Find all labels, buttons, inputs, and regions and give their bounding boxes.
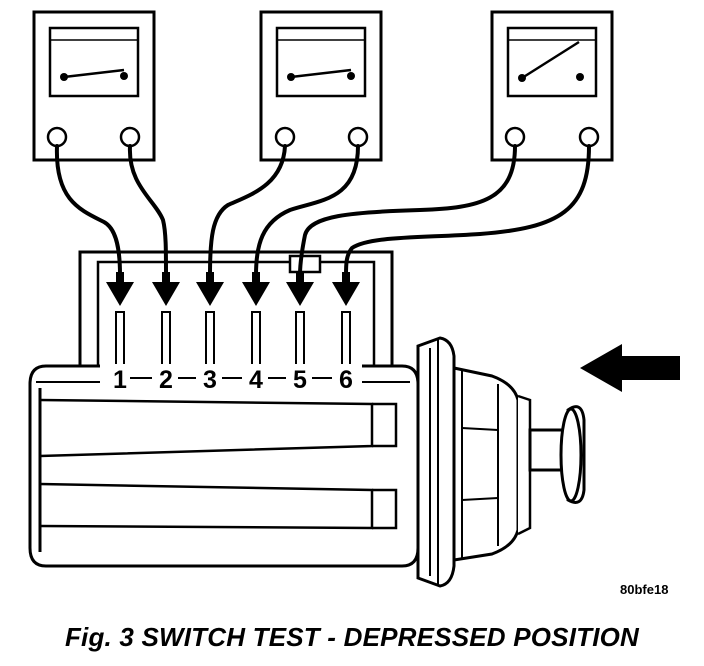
probe-arrow-5	[286, 282, 314, 306]
switch-flange	[416, 336, 456, 588]
lead-pin-3	[208, 144, 287, 277]
probe-arrow-6	[332, 282, 360, 306]
pin-label-5: 5	[293, 366, 307, 394]
terminal-pin-2	[161, 311, 171, 369]
meter-1-needle	[63, 68, 125, 79]
meter-2	[259, 10, 383, 162]
meter-1-terminal-right	[119, 126, 141, 148]
meter-3-needle	[521, 40, 580, 80]
lead-pin-5	[298, 144, 517, 277]
meter-1	[32, 10, 156, 162]
lead-pin-6	[344, 144, 591, 277]
meter-3	[490, 10, 614, 162]
probe-arrow-1	[106, 282, 134, 306]
lead-pin-1	[54, 144, 122, 277]
figure-caption: Fig. 3 SWITCH TEST - DEPRESSED POSITION	[64, 622, 640, 652]
meter-3-terminal-right	[578, 126, 600, 148]
probe-arrow-2	[152, 282, 180, 306]
pin-number-labels: 1 2 3 4 5 6	[100, 364, 362, 394]
meter-2-terminal-right	[347, 126, 369, 148]
pin-label-4: 4	[249, 366, 263, 394]
pin-label-6: 6	[339, 366, 353, 394]
terminal-pin-1	[115, 311, 125, 369]
meter-2-needle	[290, 68, 352, 79]
switch-body	[28, 364, 420, 568]
lead-pin-4	[254, 144, 360, 277]
lead-pin-2	[127, 144, 168, 277]
terminal-pin-5	[295, 311, 305, 369]
switch-plunger	[528, 405, 586, 504]
connector-latch	[288, 254, 322, 274]
probe-arrow-3	[196, 282, 224, 306]
figure-reference-code: 80bfe18	[620, 582, 668, 597]
switch-nose	[452, 366, 532, 562]
terminal-pin-4	[251, 311, 261, 369]
pin-label-2: 2	[159, 366, 173, 394]
pin-label-3: 3	[203, 366, 217, 394]
meter-1-terminal-left	[46, 126, 68, 148]
meter-2-terminal-left	[274, 126, 296, 148]
terminal-pin-6	[341, 311, 351, 369]
probe-arrow-4	[242, 282, 270, 306]
probe-arrowheads	[106, 272, 360, 306]
meter-3-terminal-left	[504, 126, 526, 148]
terminal-pin-3	[205, 311, 215, 369]
push-direction-arrow	[580, 344, 680, 392]
test-leads	[54, 144, 591, 277]
pin-label-1: 1	[113, 366, 127, 394]
